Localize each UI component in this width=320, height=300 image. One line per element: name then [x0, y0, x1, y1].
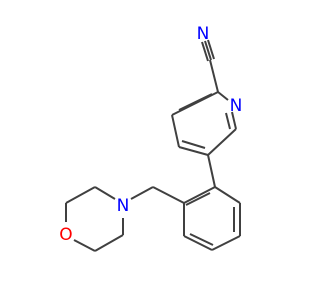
- bond-ph-c4-c5: [211, 235, 241, 251]
- bond-nitrile-triple-b: [204, 40, 212, 61]
- bond-nitrile-triple-a: [201, 41, 209, 62]
- bond-ph-c3-c4-double: [189, 233, 214, 246]
- bond-nitrile-to-ring: [209, 59, 219, 93]
- bond-ph-c1-c2-double: [185, 192, 211, 206]
- bond-c2-n1-single: [217, 91, 229, 101]
- bond-ch2-to-n: [130, 186, 154, 200]
- bond-ph-c3-c4-single: [183, 235, 213, 251]
- bond-n1-c6-single: [231, 111, 237, 130]
- bond-biaryl: [207, 154, 216, 188]
- bond-morpholine-c3-o: [73, 239, 96, 252]
- bond-c4-c3: [171, 114, 180, 148]
- atom-label-morpholine-o: O: [59, 225, 72, 245]
- atom-label-pyridine-n: N: [230, 96, 243, 116]
- bond-morpholine-c5-c6: [65, 186, 96, 204]
- bond-nitrile-triple-c: [207, 39, 215, 60]
- atom-label-nitrile-n: N: [197, 24, 210, 44]
- bond-n1-c6-double: [225, 112, 231, 130]
- bond-c5-c4-single: [178, 146, 209, 156]
- chemical-structure: N N N O: [59, 24, 243, 252]
- bond-morpholine-c6-n: [94, 186, 116, 200]
- bond-ph-c1-c2-single: [183, 186, 216, 204]
- bond-c3-c2-double: [178, 93, 213, 111]
- atom-label-morpholine-n: N: [117, 196, 130, 216]
- bond-ring-to-ch2: [152, 186, 185, 204]
- bond-ph-c6-c1: [214, 186, 241, 204]
- bond-c5-c4-double: [181, 140, 206, 149]
- bond-morpholine-c2-c3: [94, 234, 124, 252]
- bond-c6-c5: [207, 128, 237, 156]
